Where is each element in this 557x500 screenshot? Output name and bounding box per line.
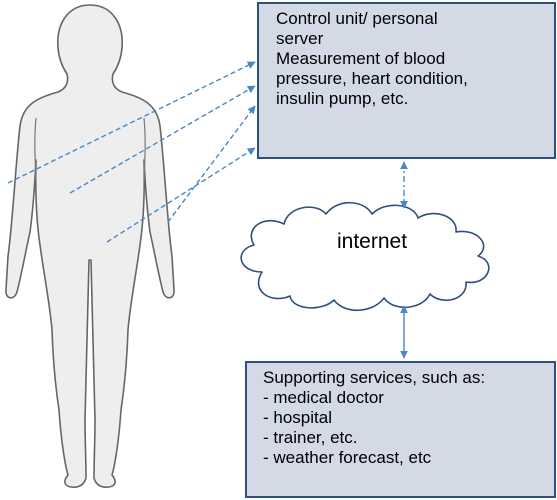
- services-line: - medical doctor: [263, 388, 384, 407]
- sensor-link-3: [167, 105, 256, 223]
- human-body-silhouette: [5, 4, 175, 488]
- sensor-link-1: [7, 61, 256, 184]
- services-line: Supporting services, such as:: [263, 368, 486, 387]
- sensor-link-4: [106, 147, 256, 243]
- control-unit-text: Control unit/ personal server Measuremen…: [276, 9, 551, 109]
- control-unit-box: [257, 2, 556, 159]
- right-arm-crease: [143, 117, 146, 181]
- left-arm-crease: [34, 117, 37, 181]
- internet-label: internet: [337, 230, 408, 253]
- supporting-services-box: [245, 361, 556, 498]
- control-unit-line: pressure, heart condition,: [276, 69, 468, 88]
- control-unit-line: Measurement of blood: [276, 49, 446, 68]
- services-line: - hospital: [263, 408, 332, 427]
- supporting-services-text: Supporting services, such as: - medical …: [263, 368, 553, 468]
- internet-cloud: [240, 201, 490, 311]
- sensor-link-2: [69, 85, 256, 194]
- services-line: - weather forecast, etc: [263, 448, 432, 467]
- control-unit-line: Control unit/ personal: [276, 9, 438, 28]
- control-unit-line: insulin pump, etc.: [276, 89, 409, 108]
- control-unit-line: server: [276, 29, 324, 48]
- services-line: - trainer, etc.: [263, 428, 358, 447]
